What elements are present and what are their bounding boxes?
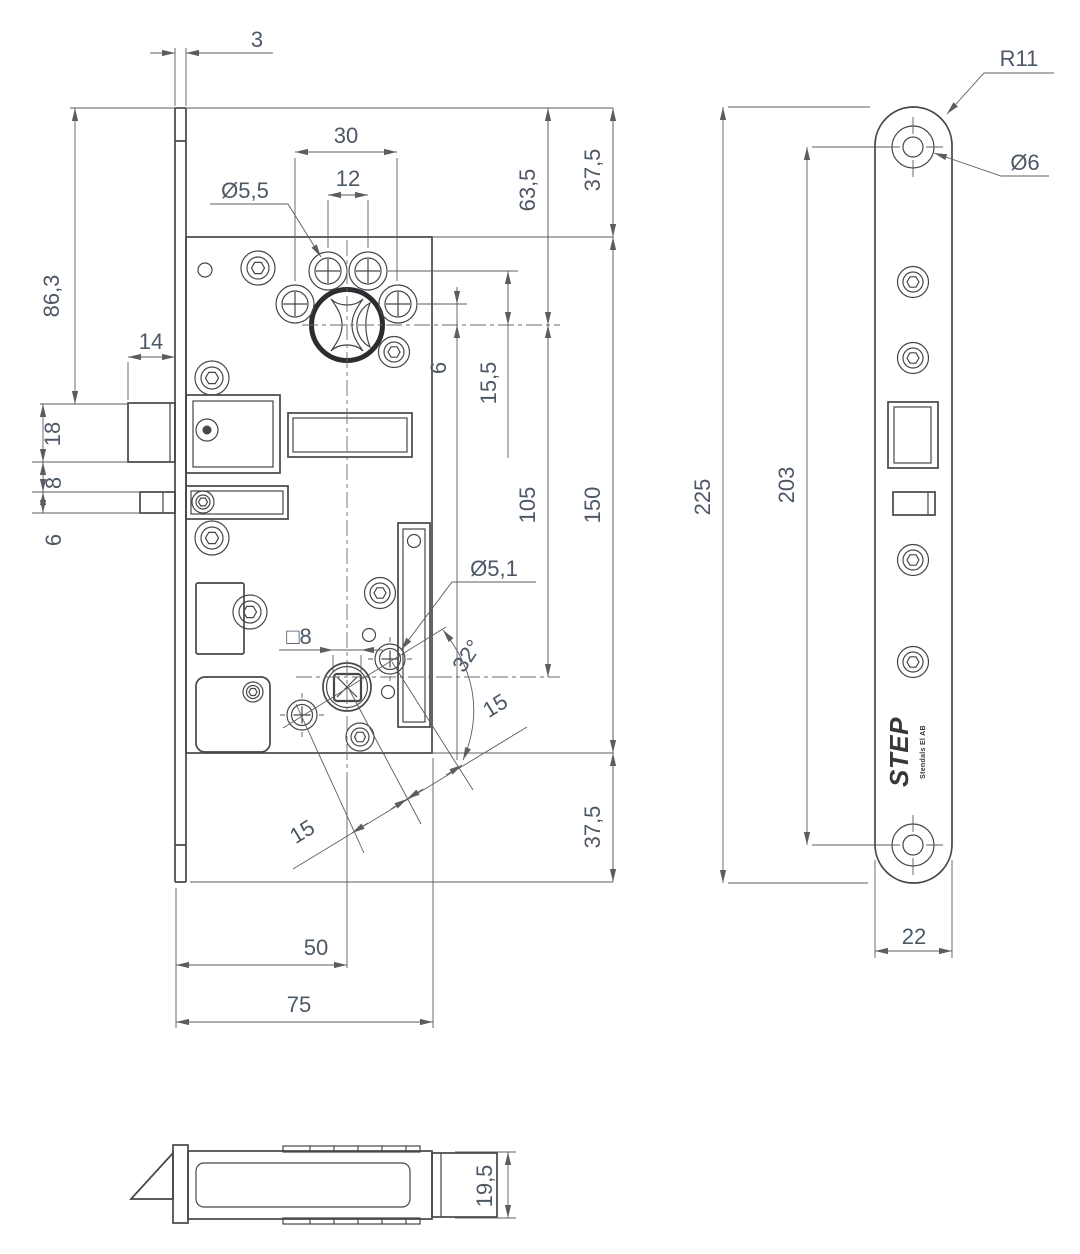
faceplate-outline [874,106,953,884]
dim-label: 105 [515,487,540,524]
dim-label: 3 [251,27,263,52]
faceplate-edge [174,107,187,883]
dim-label: 50 [304,935,328,960]
dim-label: 14 [139,329,163,354]
right-view-dimensions: 225 203 R11 Ø6 22 [690,46,1054,958]
bottom-view-lock-case: 19,5 [129,1144,516,1225]
angle-annotation: 32° 15 15 [282,626,528,870]
latch-opening [887,401,939,469]
torx-screw [194,360,230,396]
dim-spindle-square: □8 [279,624,383,654]
pin-hole [380,684,396,700]
phillips-screw-hole [275,284,315,324]
dim-label: □8 [286,624,312,649]
dim-label: 150 [580,487,605,524]
case-end-cap [431,1152,498,1218]
dim-label: 6 [426,362,451,374]
internal-cover [195,676,271,753]
dim-label: 6 [41,534,66,546]
dim-label: 15 [285,815,319,849]
dim-label: 22 [902,924,926,949]
torx-screw [377,335,411,369]
torx-screw [191,490,215,514]
dim-label: 19,5 [472,1165,497,1208]
countersunk-screw-hole [882,814,944,876]
screw-holes [191,250,418,752]
dim-label: 63,5 [515,169,540,212]
dim-label: R11 [1000,46,1039,71]
dim-label: 30 [334,123,358,148]
dim-label: 8 [41,477,66,489]
dim-label: 32° [447,635,486,677]
case-outline [185,236,433,754]
auxiliary-bolt [139,485,289,520]
left-view-dimensions: 3 30 12 Ø5,5 37,5 63,5 105 150 37,5 15,5… [32,27,617,1028]
internal-slot [287,412,413,458]
phillips-screw-hole [348,251,388,291]
phillips-screw-hole [378,284,418,324]
dim-plate-thickness: 3 [150,27,273,57]
leader-corner-radius: R11 [946,46,1054,115]
dim-label: 225 [690,479,715,516]
case-body-bottom [187,1150,433,1220]
latch-bevel [129,1150,174,1200]
pin-hole [361,627,377,643]
leader-hole-dia-55: Ø5,5 [210,178,322,258]
dim-label: 37,5 [580,149,605,192]
dim-label: 37,5 [580,806,605,849]
dim-label: Ø6 [1010,150,1039,175]
torx-screw [896,265,930,299]
torx-screw [240,250,276,286]
left-view-lock-case [127,107,560,883]
centerlines [296,240,560,775]
brand-logo: STEP Stendals El AB [884,717,927,787]
dim-label: Ø5,5 [221,178,269,203]
torx-screw [232,594,268,630]
dim-label: Ø5,1 [470,556,518,581]
deadlatch-opening [892,491,936,516]
pin-hole [197,262,213,278]
torx-screw [896,341,930,375]
phillips-screw-hole [279,692,325,738]
leader-hole-dia-51: Ø5,1 [400,556,536,651]
right-view-faceplate: STEP Stendals El AB 225 203 R11 Ø6 22 [690,46,1054,958]
brand-logo-text: STEP [884,717,914,787]
internal-window [195,582,245,655]
torx-screw [896,543,930,577]
case-tabs [282,1145,421,1225]
dim-label: 75 [287,992,311,1017]
dim-label: 203 [774,467,799,504]
dim-label: 18 [40,422,65,446]
dim-label: 15 [478,689,512,723]
torx-screw [896,645,930,679]
faceplate-bottom [172,1144,189,1224]
dim-label: 12 [336,166,360,191]
bolt-guide-rail [397,522,431,728]
dim-label: 15,5 [476,362,501,405]
case-inner-bottom [195,1162,411,1208]
dim-label: 86,3 [39,275,64,318]
bottom-view-dimensions: 19,5 [455,1151,516,1219]
brand-logo-subtitle: Stendals El AB [920,725,927,779]
countersunk-screw-hole [882,116,944,178]
torx-screw [363,576,397,610]
torx-screw [194,520,230,556]
phillips-screw-hole [308,251,348,291]
torx-screw [242,681,264,703]
latch-bolt [127,394,281,474]
leader-screw-hole-dia: Ø6 [933,150,1049,177]
